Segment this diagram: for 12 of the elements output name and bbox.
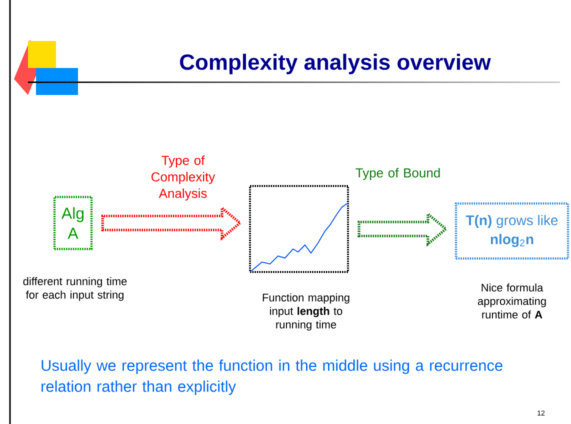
- function-plot: [249, 185, 349, 273]
- edge-label: Type of Bound: [352, 166, 444, 182]
- edge-label: Type of Complexity Analysis: [137, 154, 229, 202]
- block-arrow: [358, 211, 448, 247]
- formula-box: T(n) grows like nlog$_{2}$n: [454, 202, 570, 260]
- algorithm-box: Alg A: [53, 196, 93, 250]
- node-caption: different running time for each input string: [23, 277, 127, 301]
- block-arrow: [101, 205, 242, 241]
- node-caption: Nice formula approximating runtime of A: [478, 283, 546, 319]
- node-caption: Function mapping input length to running time: [262, 293, 350, 331]
- note-text: Usually we represent the function in the middle using a recurrence relation rather than explicitly: [42, 360, 502, 395]
- title: Complexity analysis overview: [180, 54, 491, 74]
